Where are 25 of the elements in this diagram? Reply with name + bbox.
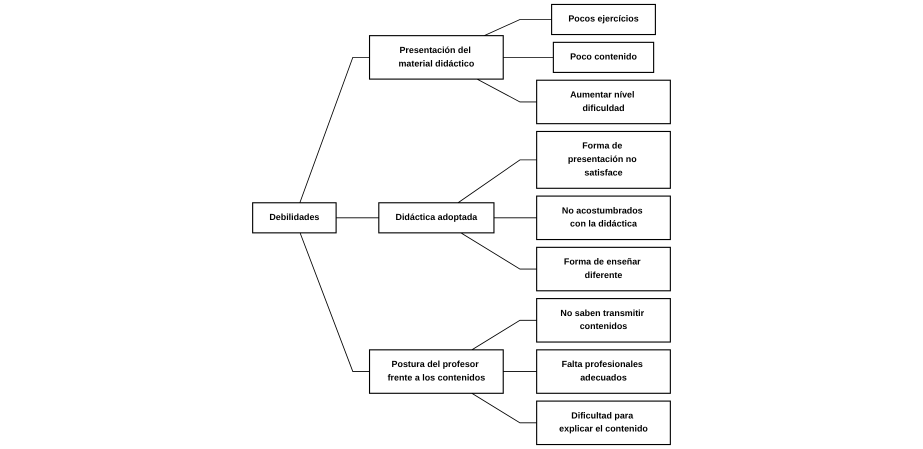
connector xyxy=(460,232,538,270)
node-box: No acostumbrados con la didáctica xyxy=(536,196,671,240)
connector xyxy=(471,392,538,424)
connector xyxy=(471,320,538,350)
connector xyxy=(300,232,370,372)
connector xyxy=(458,159,538,204)
connector xyxy=(502,371,538,372)
connector xyxy=(494,217,538,218)
node-box: Aumentar nível dificuldad xyxy=(536,80,671,124)
connector xyxy=(476,78,538,102)
node-box: Didáctica adoptada xyxy=(378,202,495,234)
node-box: Postura del profesor frente a los contenidos xyxy=(368,349,504,394)
node-box: Presentación del material didáctico xyxy=(368,35,504,80)
connector xyxy=(336,217,380,218)
connector xyxy=(484,19,552,36)
connector xyxy=(502,56,554,58)
connector xyxy=(299,56,370,204)
node-box: Debilidades xyxy=(252,202,337,234)
node-box: Forma de enseñar diferente xyxy=(536,246,671,292)
node-box: Forma de presentación no satisface xyxy=(536,130,671,189)
node-box: Pocos ejercícios xyxy=(551,4,656,36)
node-box: Falta profesionales adecuados xyxy=(536,349,671,394)
node-box: Dificultad para explicar el contenido xyxy=(536,400,671,446)
node-box: Poco contenido xyxy=(552,42,654,73)
node-box: No saben transmitir contenidos xyxy=(536,298,671,343)
